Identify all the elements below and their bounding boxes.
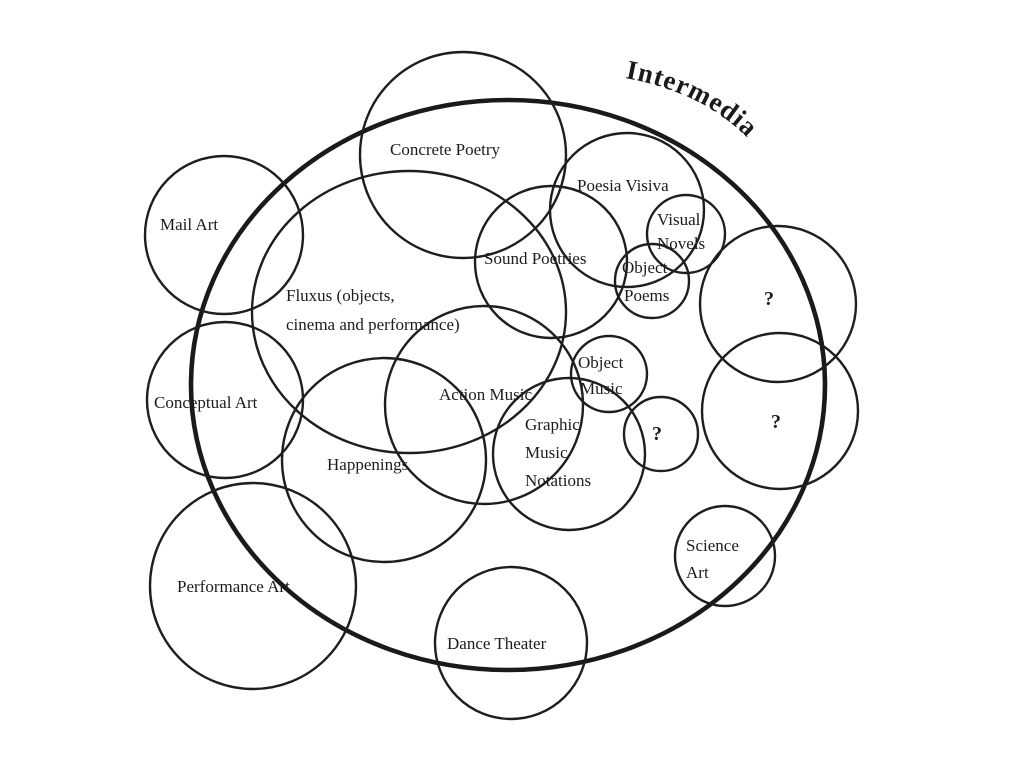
action-music-label: Action Music <box>439 385 532 404</box>
conceptual-art-label: Conceptual Art <box>154 393 258 412</box>
concrete-poetry-label: Concrete Poetry <box>390 140 500 159</box>
performance-art-circle <box>148 481 358 691</box>
dance-theater-label: Dance Theater <box>447 634 547 653</box>
graphic-music-notations-label-line-3: Notations <box>525 471 591 490</box>
mail-art-label: Mail Art <box>160 215 218 234</box>
concrete-poetry-circle <box>358 50 568 260</box>
happenings-label: Happenings <box>327 455 408 474</box>
graphic-music-notations-label-line-1: Graphic <box>525 415 580 434</box>
object-music-label-line-1: Object <box>578 353 624 372</box>
performance-art-label: Performance Art <box>177 577 290 596</box>
action-music-circle <box>383 304 585 506</box>
unknown-label-top: ? <box>764 288 774 310</box>
fluxus-circle <box>250 169 568 455</box>
intermedia-boundary-circle <box>188 97 828 673</box>
graphic-music-notations-label-line-2: Music <box>525 443 568 462</box>
unknown-label-middle: ? <box>771 411 781 433</box>
unknown-region-circle-middle <box>700 331 860 491</box>
unknown-region-circle-small <box>622 395 700 473</box>
visual-novels-circle <box>645 193 727 275</box>
visual-novels-label-line-1: Visual <box>657 210 701 229</box>
visual-novels-label-line-2: Novels <box>657 234 705 253</box>
object-poems-label-line-1: Object <box>622 258 668 277</box>
mail-art-circle <box>143 154 305 316</box>
dance-theater-circle <box>433 565 589 721</box>
fluxus-label-line-1: Fluxus (objects, <box>286 286 395 305</box>
object-music-circle <box>569 334 649 414</box>
graphic-music-notations-circle <box>491 376 647 532</box>
happenings-circle <box>280 356 488 564</box>
science-art-label-line-1: Science <box>686 536 739 555</box>
poesia-visiva-label: Poesia Visiva <box>577 176 669 195</box>
conceptual-art-circle <box>145 320 305 480</box>
object-poems-label-line-2: Poems <box>624 286 669 305</box>
unknown-label-small: ? <box>652 423 662 445</box>
sound-poetries-circle <box>473 184 629 340</box>
fluxus-label-line-2: cinema and performance) <box>286 315 460 334</box>
sound-poetries-label: Sound Poetries <box>484 249 586 268</box>
poesia-visiva-circle <box>548 131 706 289</box>
object-poems-circle <box>613 242 691 320</box>
object-music-label-line-2: Music <box>580 379 623 398</box>
science-art-label-line-2: Art <box>686 563 709 582</box>
science-art-circle <box>673 504 777 608</box>
unknown-region-circle-top <box>698 224 858 384</box>
